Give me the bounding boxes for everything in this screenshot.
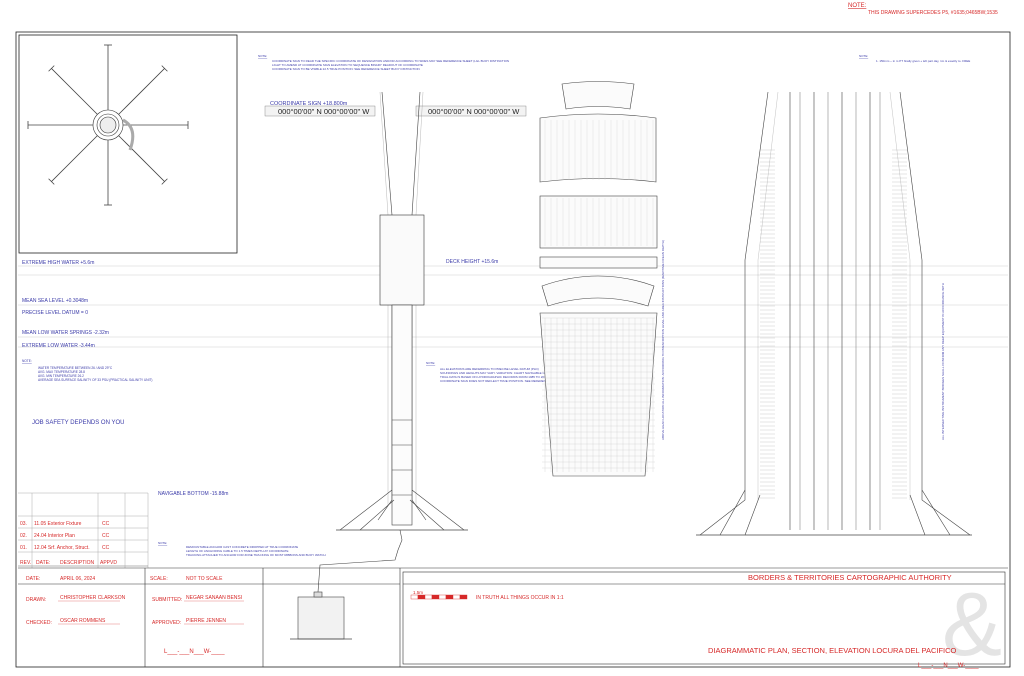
elevation-view: [696, 91, 972, 536]
revision-header-rev: REV.: [20, 560, 31, 566]
approved-value: PIERRE JENNEN: [186, 618, 226, 624]
checked-value: OSCAR ROMMENS: [60, 618, 106, 624]
level-precise-datum: PRECISE LEVEL DATUM = 0: [22, 310, 88, 316]
revision-by-3: CC: [102, 545, 110, 551]
left-note-4: AVERAGE SEA SURFACE SALINITY OF 33 PSU (…: [38, 378, 152, 382]
revision-number-3: 01.: [20, 545, 27, 551]
section-mid-note-3: TIDAL DATA IS BASED ON HYDROGRAPHIC RECO…: [440, 375, 548, 379]
header-note-label: NOTE:: [848, 3, 867, 9]
sheet-border: [15, 31, 1011, 668]
location-code-2: L___-___N___W-____: [918, 663, 979, 669]
revision-number-1: 03.: [20, 521, 27, 527]
title-block: [18, 567, 1008, 667]
drawn-label: DRAWN:: [26, 597, 46, 603]
elevation-note: 1. 150mm ~ in m PT finally given + left …: [876, 59, 970, 63]
supersede-note: THIS DRAWING SUPERCEDES P5, #1635;0465BW…: [868, 10, 998, 16]
ampersand-logo: &: [942, 575, 1002, 675]
section-bottom-note-3: TRACKING ATTACHED TO ANCHOR FOR ZONE TRA…: [186, 553, 326, 557]
date-value: APRIL 06, 2024: [60, 576, 95, 582]
revision-text-1: 11.05 Exterior Fixture: [34, 521, 82, 527]
plan-view: [27, 44, 189, 206]
elevation-vertical-note-2: ALL INTERSECTING INSTRUMENT BRIDGES SHAL…: [941, 283, 945, 440]
left-note-1: WATER TEMPERATURE BETWEEN 26 / AND 29°C: [38, 366, 113, 370]
left-note-2: AVG. MAX TEMPERATURE 28.8: [38, 370, 85, 374]
left-notes-label: NOTE:: [22, 359, 32, 363]
revision-table: [18, 492, 149, 568]
level-extreme-low-water: EXTREME LOW WATER -3.44m: [22, 343, 95, 349]
water-level-lines: [18, 265, 1008, 348]
level-extreme-high-water: EXTREME HIGH WATER +5.6m: [22, 260, 94, 266]
section-bottom-note-1: DEMOUNTABLE ANCHOR CAST CONCRETE DROPPED…: [186, 545, 298, 549]
panel-grid: [542, 120, 655, 472]
revision-header-date: DATE:: [36, 560, 50, 566]
level-mean-low-water: MEAN LOW WATER SPRINGS -2.32m: [22, 330, 109, 336]
coordinate-panel-1: [264, 105, 376, 117]
submitted-label: SUBMITTED:: [152, 597, 182, 603]
scale-label: SCALE:: [150, 576, 168, 582]
concrete-anchor: [290, 591, 352, 640]
scale-bar-label: 1.5m: [413, 590, 423, 595]
section-top-note-3: COORDINATE SIGN TO BE VISIBLE 22.5 TRUE …: [272, 67, 420, 71]
coordinate-panel-2: [415, 105, 527, 117]
drawn-value: CHRISTOPHER CLARKSON: [60, 595, 126, 601]
submitted-value: NEGAR SANAAN BENSI: [186, 595, 242, 601]
revision-text-2: 24.04 Interior Plan: [34, 533, 75, 539]
coordinate-sign-label: COORDINATE SIGN +18.800m: [270, 101, 348, 107]
drawing-title: DIAGRAMMATIC PLAN, SECTION, ELEVATION LO…: [708, 646, 957, 655]
elevation-note-label: NOTE:: [859, 54, 868, 58]
left-note-3: AVG. MIN TEMPERATURE 26.2: [38, 374, 84, 378]
location-code-1: L___-___N___W-____: [164, 649, 225, 655]
section-mid-note-4: COORDINATE SIGN DOES NOT REFLECT TRUE PO…: [440, 379, 597, 383]
section-mid-notes-label: NOTE:: [426, 361, 435, 365]
navigable-bottom-label: NAVIGABLE BOTTOM -15.88m: [158, 491, 228, 497]
revision-number-2: 02.: [20, 533, 27, 539]
section-top-note-2: LIGHT TO AMEND AT COORDINATE SIGN ELEVAT…: [272, 63, 423, 67]
revision-header-appvd: APPVD: [100, 560, 117, 566]
coordinate-readout-1: 000°00'00" N 000°00'00" W: [278, 107, 370, 116]
elevation-vertical-note-1: ABOVE HEAD LOCATION ALL INFORMATION: ACC…: [661, 240, 665, 440]
job-safety-slogan: JOB SAFETY DEPENDS ON YOU: [32, 420, 124, 426]
panel-layouts: [539, 81, 658, 477]
scale-bar-caption: IN TRUTH ALL THINGS OCCUR IN 1:1: [476, 595, 564, 601]
scale-value: NOT TO SCALE: [186, 576, 223, 582]
section-tower: [317, 91, 468, 593]
section-top-note-1: COORDINATE SIGN TO READ THE SPECIFIC COO…: [272, 59, 509, 63]
authority-name: BORDERS & TERRITORIES CARTOGRAPHIC AUTHO…: [748, 573, 952, 582]
section-mid-note-2: SOUNDINGS AND HEIGHTS MAY VARY. VARIATIO…: [440, 371, 638, 375]
coordinate-readout-2: 000°00'00" N 000°00'00" W: [428, 107, 520, 116]
revision-by-1: CC: [102, 521, 110, 527]
approved-label: APPROVED:: [152, 620, 181, 626]
plan-view-frame: [18, 34, 238, 254]
revision-header-description: DESCRIPTION: [60, 560, 95, 566]
section-top-notes-label: NOTE:: [258, 54, 267, 58]
revision-text-3: 12.04 Srf. Anchor, Struct.: [34, 545, 90, 551]
section-mid-note-1: ALL ELEVATIONS ARE REFERRING TO PRECISE …: [440, 367, 539, 371]
revision-by-2: CC: [102, 533, 110, 539]
section-bottom-note-2: LENGTH OF ANCHORING CABLE TO 1.5 TIMES D…: [186, 549, 289, 553]
checked-label: CHECKED:: [26, 620, 52, 626]
deck-height-label: DECK HEIGHT +15.6m: [446, 259, 498, 265]
level-mean-sea: MEAN SEA LEVEL +0.3048m: [22, 298, 88, 304]
scale-bar: [410, 594, 468, 600]
date-label: DATE:: [26, 576, 40, 582]
section-bottom-notes-label: NOTE:: [158, 541, 167, 545]
elevation-structure: [760, 92, 907, 530]
